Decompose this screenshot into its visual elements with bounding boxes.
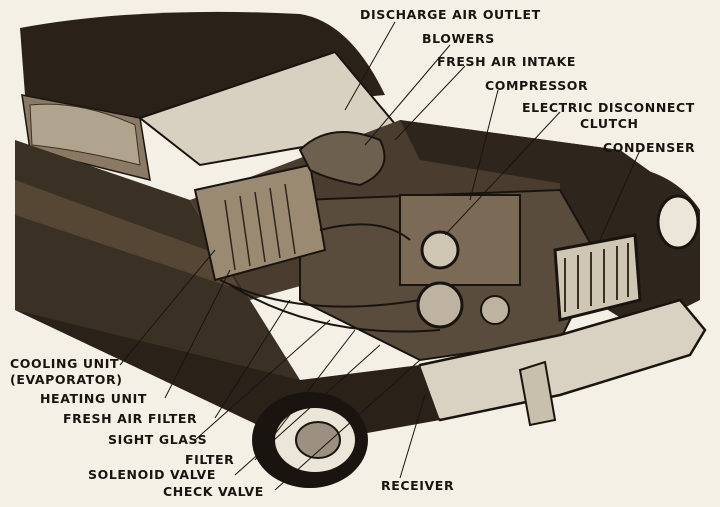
leader-lines (119, 21, 641, 491)
label-electric-disconnect: ELECTRIC DISCONNECT (522, 100, 695, 115)
headlight (656, 194, 700, 250)
label-check-valve: CHECK VALVE (163, 484, 264, 499)
label-blowers: BLOWERS (422, 31, 495, 46)
label-fresh-air-intake: FRESH AIR INTAKE (437, 54, 576, 69)
label-receiver: RECEIVER (381, 478, 455, 493)
lower-pulley (416, 281, 464, 329)
front-hubcap (295, 421, 341, 459)
body-side-highlight (15, 180, 240, 290)
label-solenoid-valve: SOLENOID VALVE (88, 467, 216, 482)
label-filter: FILTER (185, 452, 235, 467)
label-cooling-unit: COOLING UNIT (10, 356, 120, 371)
label-heating-unit: HEATING UNIT (40, 391, 147, 406)
label-sight-glass: SIGHT GLASS (108, 432, 208, 447)
label-condenser: CONDENSER (603, 140, 696, 155)
label-clutch: CLUTCH (580, 116, 639, 131)
clutch-pulley (420, 230, 460, 270)
blower-duct (298, 131, 386, 187)
rear-seat (29, 103, 141, 166)
refrigerant-lines (219, 223, 441, 333)
bumper-guard (518, 360, 557, 427)
engine-block (399, 194, 521, 286)
evaporator-fins (224, 183, 296, 271)
label-evaporator: (EVAPORATOR) (10, 372, 123, 387)
label-discharge-air-outlet: DISCHARGE AIR OUTLET (360, 7, 541, 22)
label-fresh-air-filter: FRESH AIR FILTER (63, 411, 198, 426)
fan-pulley (480, 295, 510, 325)
grille-bars (564, 243, 629, 312)
grille (553, 233, 642, 322)
label-compressor: COMPRESSOR (485, 78, 589, 93)
